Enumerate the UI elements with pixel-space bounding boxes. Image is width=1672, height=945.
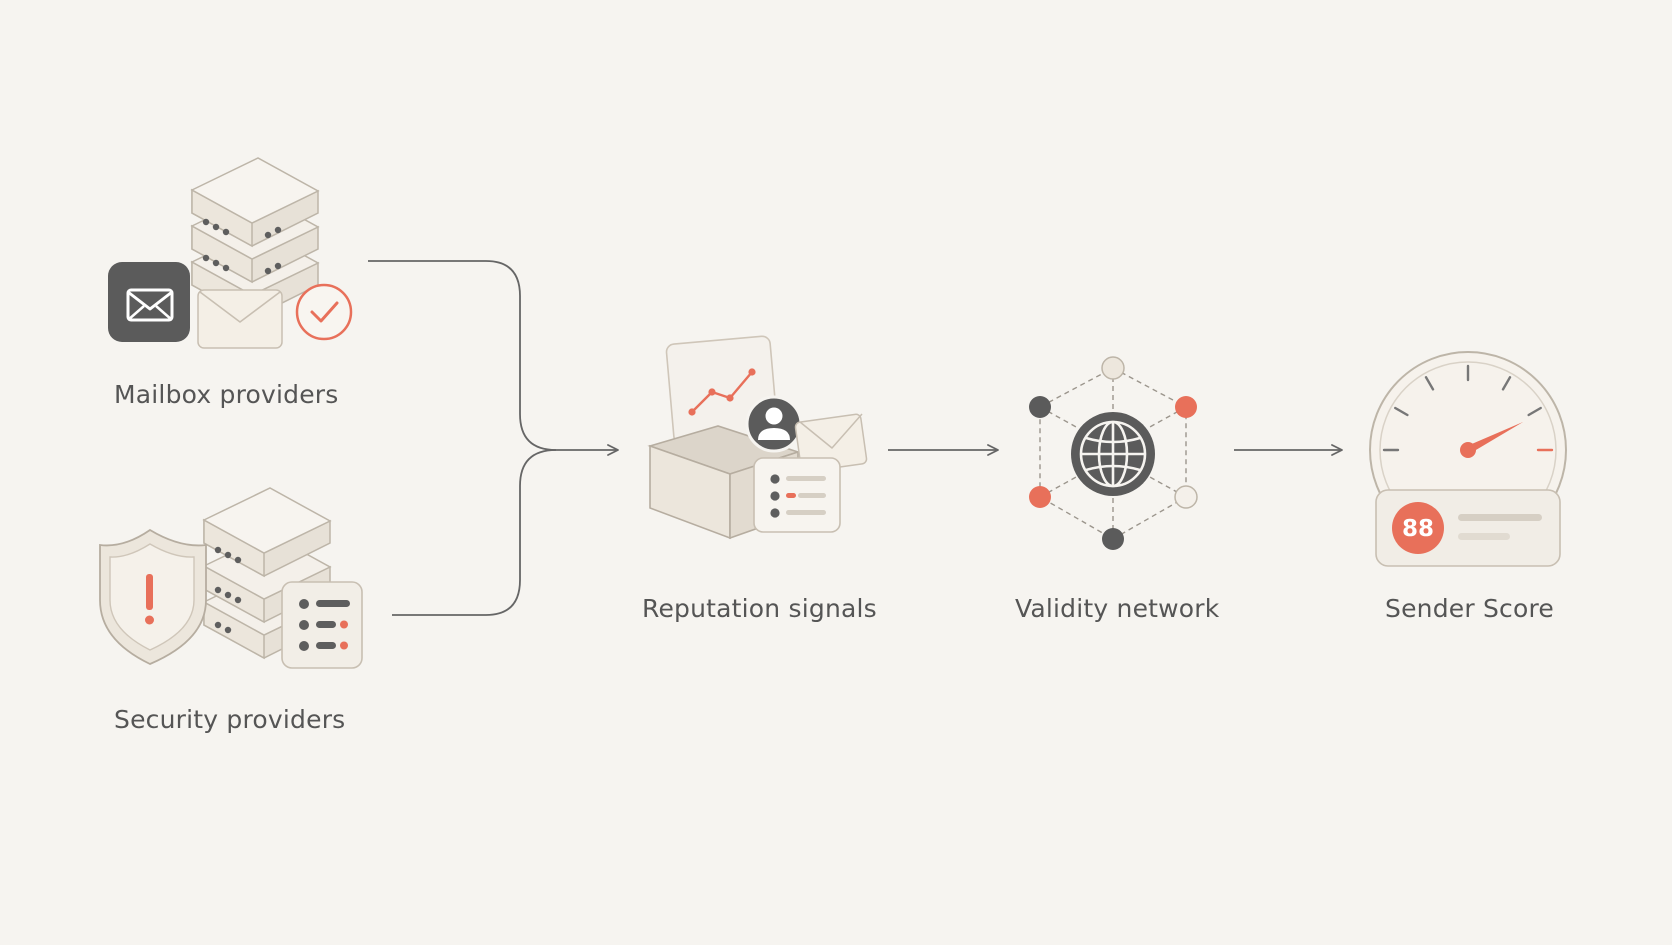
gauge-needle: [1460, 421, 1524, 458]
gauge-tick: [1501, 376, 1512, 391]
network-node: [1101, 356, 1125, 380]
gauge-icon: 88: [1369, 351, 1567, 567]
globe-icon: [1071, 412, 1155, 496]
edge-mailbox-to-reputation: [368, 260, 619, 456]
dark-envelope-icon: [108, 262, 190, 342]
network-node: [1102, 528, 1124, 550]
gauge-tick: [1424, 376, 1435, 391]
gauge-tick: [1527, 406, 1542, 417]
network-node: [1029, 396, 1051, 418]
gauge-hub: [1460, 442, 1476, 458]
mail-server-icon: [108, 157, 353, 349]
person-avatar-icon: [745, 395, 803, 453]
label-mailbox-providers: Mailbox providers: [114, 380, 339, 409]
network-node: [1174, 485, 1198, 509]
connectors: [368, 260, 1343, 616]
label-reputation-signals: Reputation signals: [642, 594, 877, 623]
check-circle-icon: [295, 283, 353, 341]
gauge-needle-pointer: [1466, 421, 1524, 454]
list-card-icon: [753, 457, 841, 533]
label-validity-network: Validity network: [1015, 594, 1220, 623]
globe-network-icon: [1029, 356, 1198, 550]
label-security-providers: Security providers: [114, 705, 346, 734]
light-envelope-icon: [197, 289, 283, 349]
score-value: 88: [1402, 516, 1434, 542]
network-node: [1175, 396, 1197, 418]
shield-server-icon: [99, 487, 363, 669]
score-card: 88: [1375, 489, 1561, 567]
gauge-ticks: [1382, 364, 1554, 452]
shield-alert-icon: [99, 528, 207, 665]
gauge-tick: [1394, 406, 1409, 417]
edge-security-to-reputation: [392, 449, 557, 616]
signals-box-icon: [647, 335, 868, 540]
label-sender-score: Sender Score: [1385, 594, 1554, 623]
network-node: [1029, 486, 1051, 508]
list-card-icon: [281, 581, 363, 669]
